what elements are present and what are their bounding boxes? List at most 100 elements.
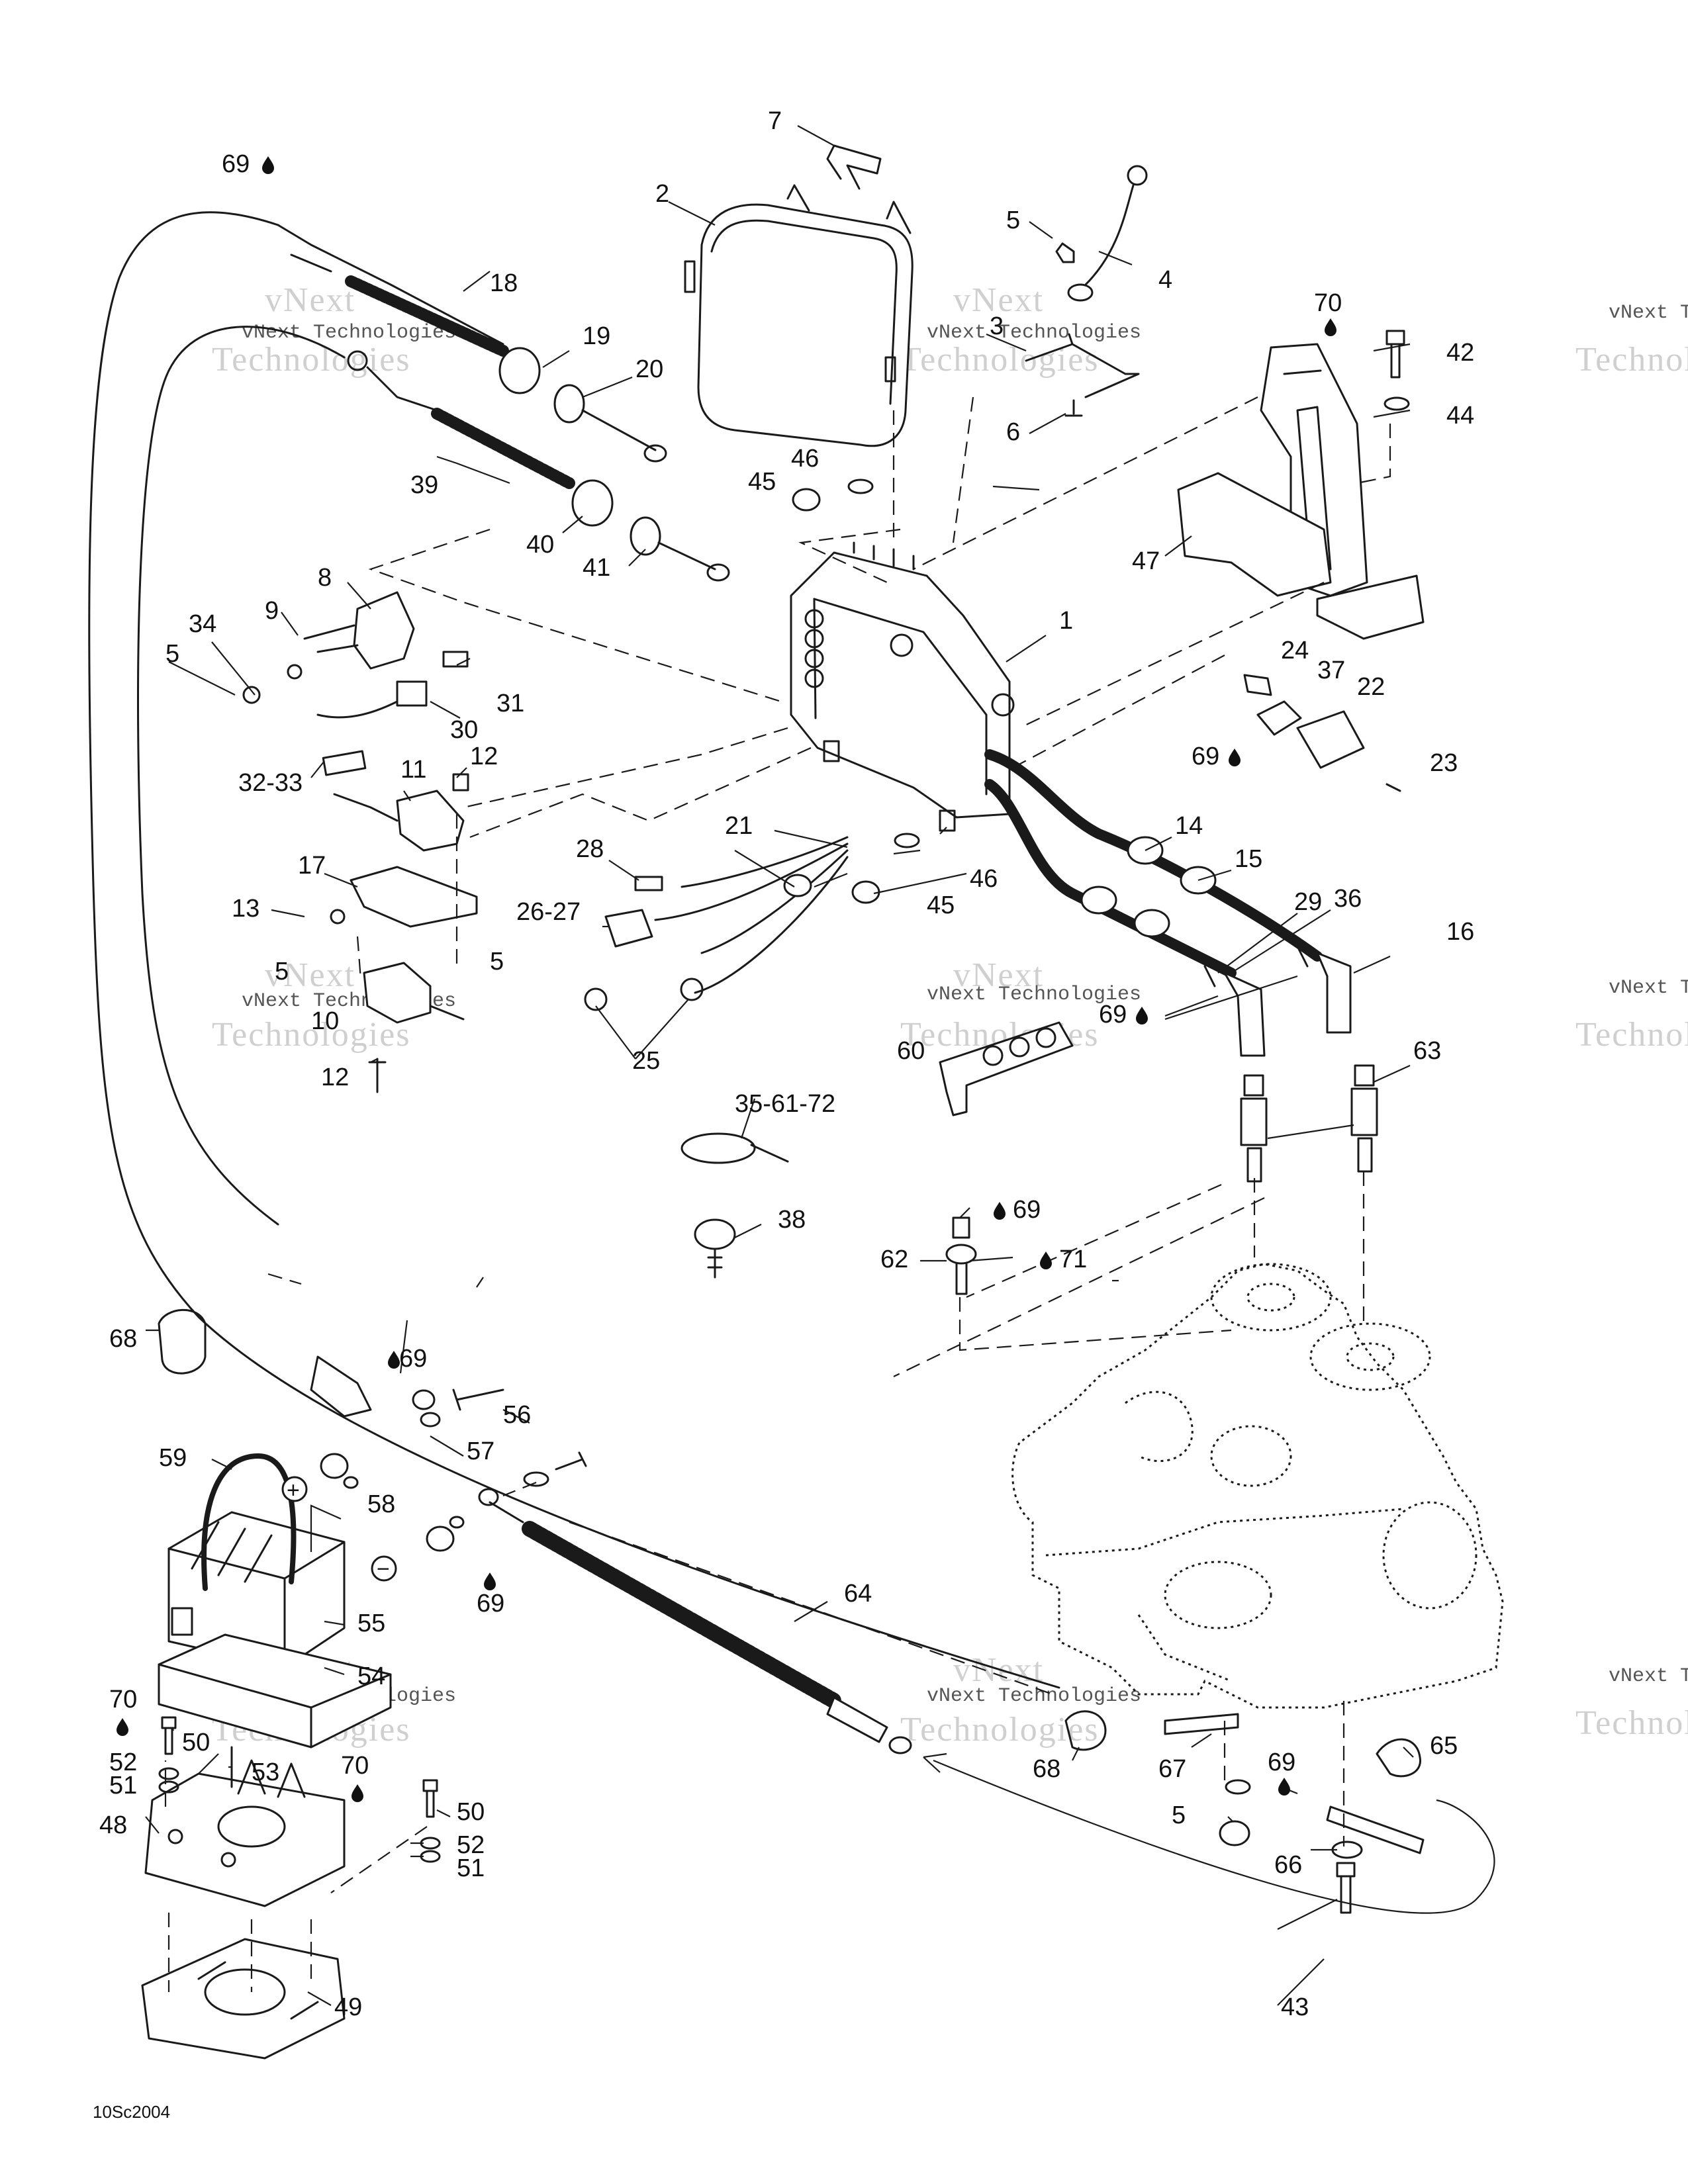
callout-63: 63 [1413, 1037, 1441, 1065]
watermark-word-2: Technologies [212, 341, 411, 379]
callout-42: 42 [1446, 339, 1474, 367]
nut-15b [1080, 886, 1117, 915]
callout-51: 51 [457, 1854, 485, 1882]
callout-20: 20 [635, 355, 663, 383]
callout-9: 9 [265, 597, 279, 625]
drop-icon [1136, 1007, 1148, 1024]
callout-3: 3 [990, 312, 1004, 340]
callout-17: 17 [298, 852, 326, 880]
callout-65: 65 [1430, 1732, 1458, 1760]
part-plate-49 [141, 1938, 346, 2060]
callout-46: 46 [791, 445, 819, 473]
watermark: vNext Technologies vNext Technologies [900, 281, 1141, 379]
callout-67: 67 [1158, 1755, 1186, 1783]
watermark-word-2: Technologies [212, 1016, 411, 1054]
callout-60: 60 [897, 1037, 925, 1065]
callout-5: 5 [1006, 206, 1020, 234]
part-coil-11 [333, 773, 469, 852]
callout-39: 39 [410, 471, 438, 499]
callout-58: 58 [367, 1490, 395, 1518]
watermark-word-1: vNext [265, 956, 355, 994]
positive-sign: + [287, 1478, 300, 1503]
part-battery [167, 1453, 346, 1669]
callout-41: 41 [583, 554, 610, 582]
watermark-word-2: Technologies [1575, 341, 1688, 379]
watermark-word-2: Technologies [900, 1711, 1100, 1749]
callout-49: 49 [334, 1993, 362, 2021]
part-cable-18 [277, 224, 667, 463]
drop-icon [117, 1718, 128, 1736]
callout-47: 47 [1132, 547, 1160, 575]
callout-32-33: 32-33 [238, 769, 303, 797]
part-screw-6 [1064, 399, 1083, 417]
callout-43: 43 [1281, 1993, 1309, 2021]
callout-57: 57 [467, 1437, 494, 1465]
main-harness-outer [88, 211, 1060, 1689]
callout-45: 45 [748, 468, 776, 496]
part-switch-8 [242, 591, 469, 776]
callout-50: 50 [457, 1798, 485, 1826]
drop-icon [1278, 1778, 1290, 1796]
callout-6: 6 [1006, 418, 1020, 446]
callout-66: 66 [1274, 1851, 1302, 1879]
callout-28: 28 [576, 835, 604, 863]
watermark-word-1: vNext [265, 281, 355, 319]
callout-24: 24 [1281, 637, 1309, 664]
callout-40: 40 [526, 531, 554, 559]
callout-68: 68 [109, 1325, 137, 1353]
callout-5: 5 [1172, 1801, 1186, 1829]
callout-52: 52 [457, 1831, 485, 1859]
callout-59: 59 [159, 1444, 187, 1472]
drop-icon [1040, 1251, 1052, 1269]
drop-icon [262, 156, 274, 174]
drop-icon [484, 1572, 496, 1590]
callout-5: 5 [490, 948, 504, 976]
callout-50: 50 [182, 1729, 210, 1756]
callout-71: 71 [1059, 1246, 1087, 1273]
callout-53: 53 [252, 1758, 279, 1786]
callout-51: 51 [109, 1772, 137, 1799]
part-holder-60 [939, 1021, 1074, 1116]
watermark-label: vNext Technologies [927, 983, 1141, 1006]
watermark-label: vNext Technologies [927, 1685, 1141, 1707]
callout-31: 31 [496, 690, 524, 717]
part-cover [684, 184, 914, 447]
callout-38: 38 [778, 1206, 806, 1234]
callout-22: 22 [1357, 673, 1385, 701]
callout-5: 5 [275, 958, 289, 985]
callout-69: 69 [1013, 1196, 1041, 1224]
part-cable-64 [478, 1488, 912, 1754]
callout-18: 18 [490, 269, 518, 297]
negative-terminal-icon [371, 1555, 397, 1582]
callout-69: 69 [399, 1345, 427, 1373]
callout-19: 19 [583, 322, 610, 350]
callout-52: 52 [109, 1749, 137, 1776]
callout-10: 10 [311, 1007, 339, 1035]
callout-12: 12 [470, 743, 498, 770]
callout-35-61-72: 35-61-72 [735, 1090, 835, 1118]
callout-55: 55 [357, 1610, 385, 1637]
part-screw-38 [694, 1218, 736, 1279]
callout-2: 2 [655, 180, 669, 208]
hv-lead-lower [984, 779, 1237, 978]
watermark-word-2: Technologies [1575, 1704, 1688, 1742]
callout-15: 15 [1235, 845, 1262, 873]
part-spark-plugs [1240, 1064, 1378, 1183]
drop-icon [352, 1784, 363, 1802]
watermark-edge: Technologies vNext Technologies [1575, 1665, 1688, 1742]
part-ignition-box [790, 541, 1015, 832]
part-bracket-17 [330, 866, 478, 928]
drop-icon [1229, 749, 1241, 766]
ground-cable-arrow [923, 1752, 947, 1773]
nut-15c [1133, 909, 1170, 938]
part-harness-21 [584, 836, 849, 1011]
watermark-edge: Technologies vNext Technologies [1575, 977, 1688, 1054]
callout-1: 1 [1059, 607, 1073, 635]
callout-26-27: 26-27 [516, 898, 581, 926]
callout-5: 5 [165, 640, 179, 668]
callout-11: 11 [400, 756, 426, 784]
callout-62: 62 [880, 1246, 908, 1273]
drop-icon [388, 1351, 400, 1369]
part-cable-39 [347, 350, 730, 582]
